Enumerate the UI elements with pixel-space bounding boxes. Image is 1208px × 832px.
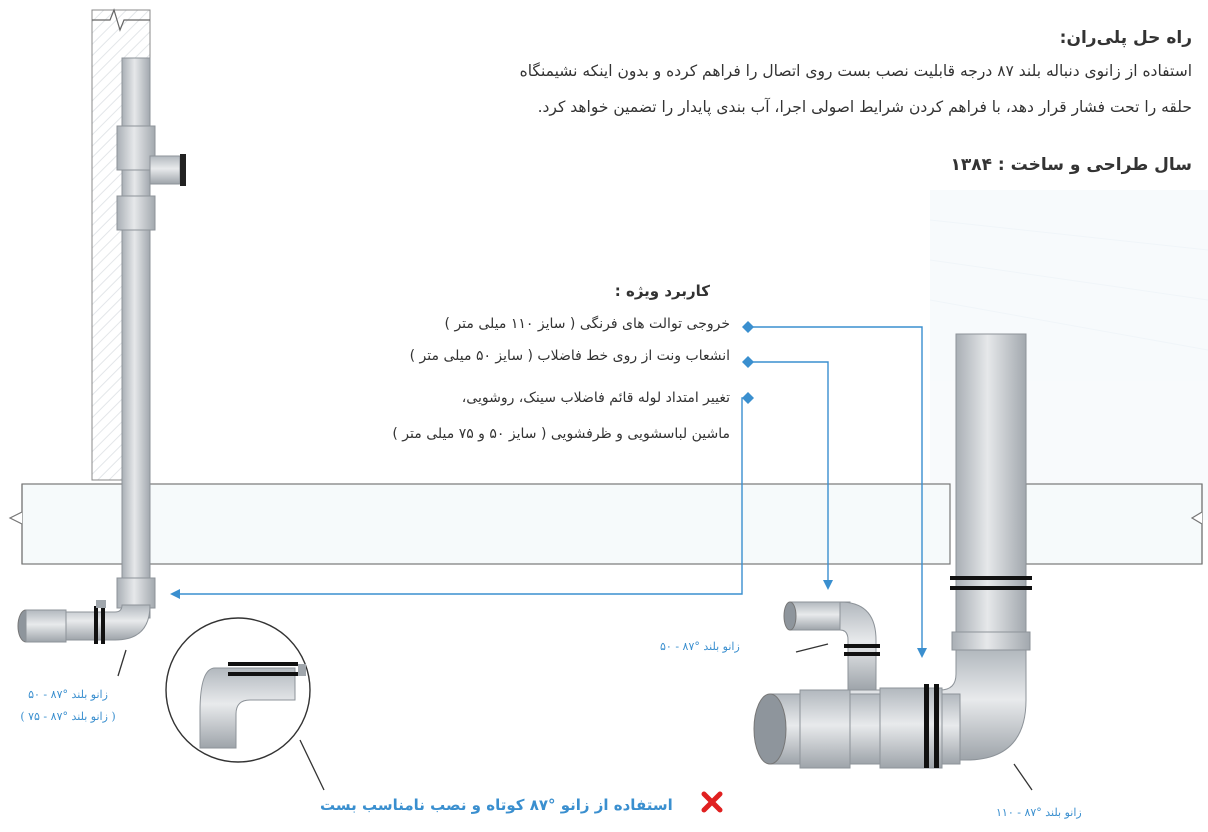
design-year: سال طراحی و ساخت : ۱۳۸۴ [950, 155, 1192, 175]
usage-item-2: انشعاب ونت از روی خط فاضلاب ( سایز ۵۰ می… [409, 348, 730, 364]
right-small-elbow [783, 601, 880, 691]
label-mid-elbow-50: زانو بلند °۸۷ - ۵۰ [660, 640, 740, 653]
label-left-elbow-50: زانو بلند °۸۷ - ۵۰ [28, 688, 108, 701]
pointer-arrows [117, 643, 1033, 791]
warning-text: استفاده از زانو °۸۷ کوتاه و نصب نامناسب … [320, 796, 673, 814]
right-vertical-pipe [950, 333, 1032, 651]
x-mark-icon [701, 791, 723, 813]
label-left-elbow-75: ( زانو بلند °۸۷ - ۷۵ ) [20, 710, 116, 723]
usage-item-3-line-2: ماشین لباسشویی و ظرفشویی ( سایز ۵۰ و ۷۵ … [392, 426, 730, 442]
usage-title: کاربرد ویژه : [614, 282, 710, 300]
usage-item-1: خروجی توالت های فرنگی ( سایز ۱۱۰ میلی مت… [444, 316, 730, 332]
label-right-elbow-110: زانو بلند °۸۷ - ۱۱۰ [996, 806, 1082, 819]
floor-slab [8, 483, 1203, 565]
magnifier-detail [165, 617, 325, 791]
bullet-diamonds [742, 321, 754, 404]
usage-item-3-line-1: تغییر امتداد لوله قائم فاضلاب سینک، روشو… [461, 390, 730, 406]
left-elbow [17, 600, 151, 644]
description-line-1: استفاده از زانوی دنباله بلند ۸۷ درجه قاب… [519, 62, 1192, 80]
solution-title: راه حل پلی‌ران: [1059, 28, 1192, 48]
left-vertical-pipe [116, 57, 186, 619]
connector-arrowheads [170, 580, 927, 658]
right-large-elbow [753, 649, 1027, 769]
description-line-2: حلقه را تحت فشار قرار دهد، با فراهم کردن… [537, 98, 1192, 116]
